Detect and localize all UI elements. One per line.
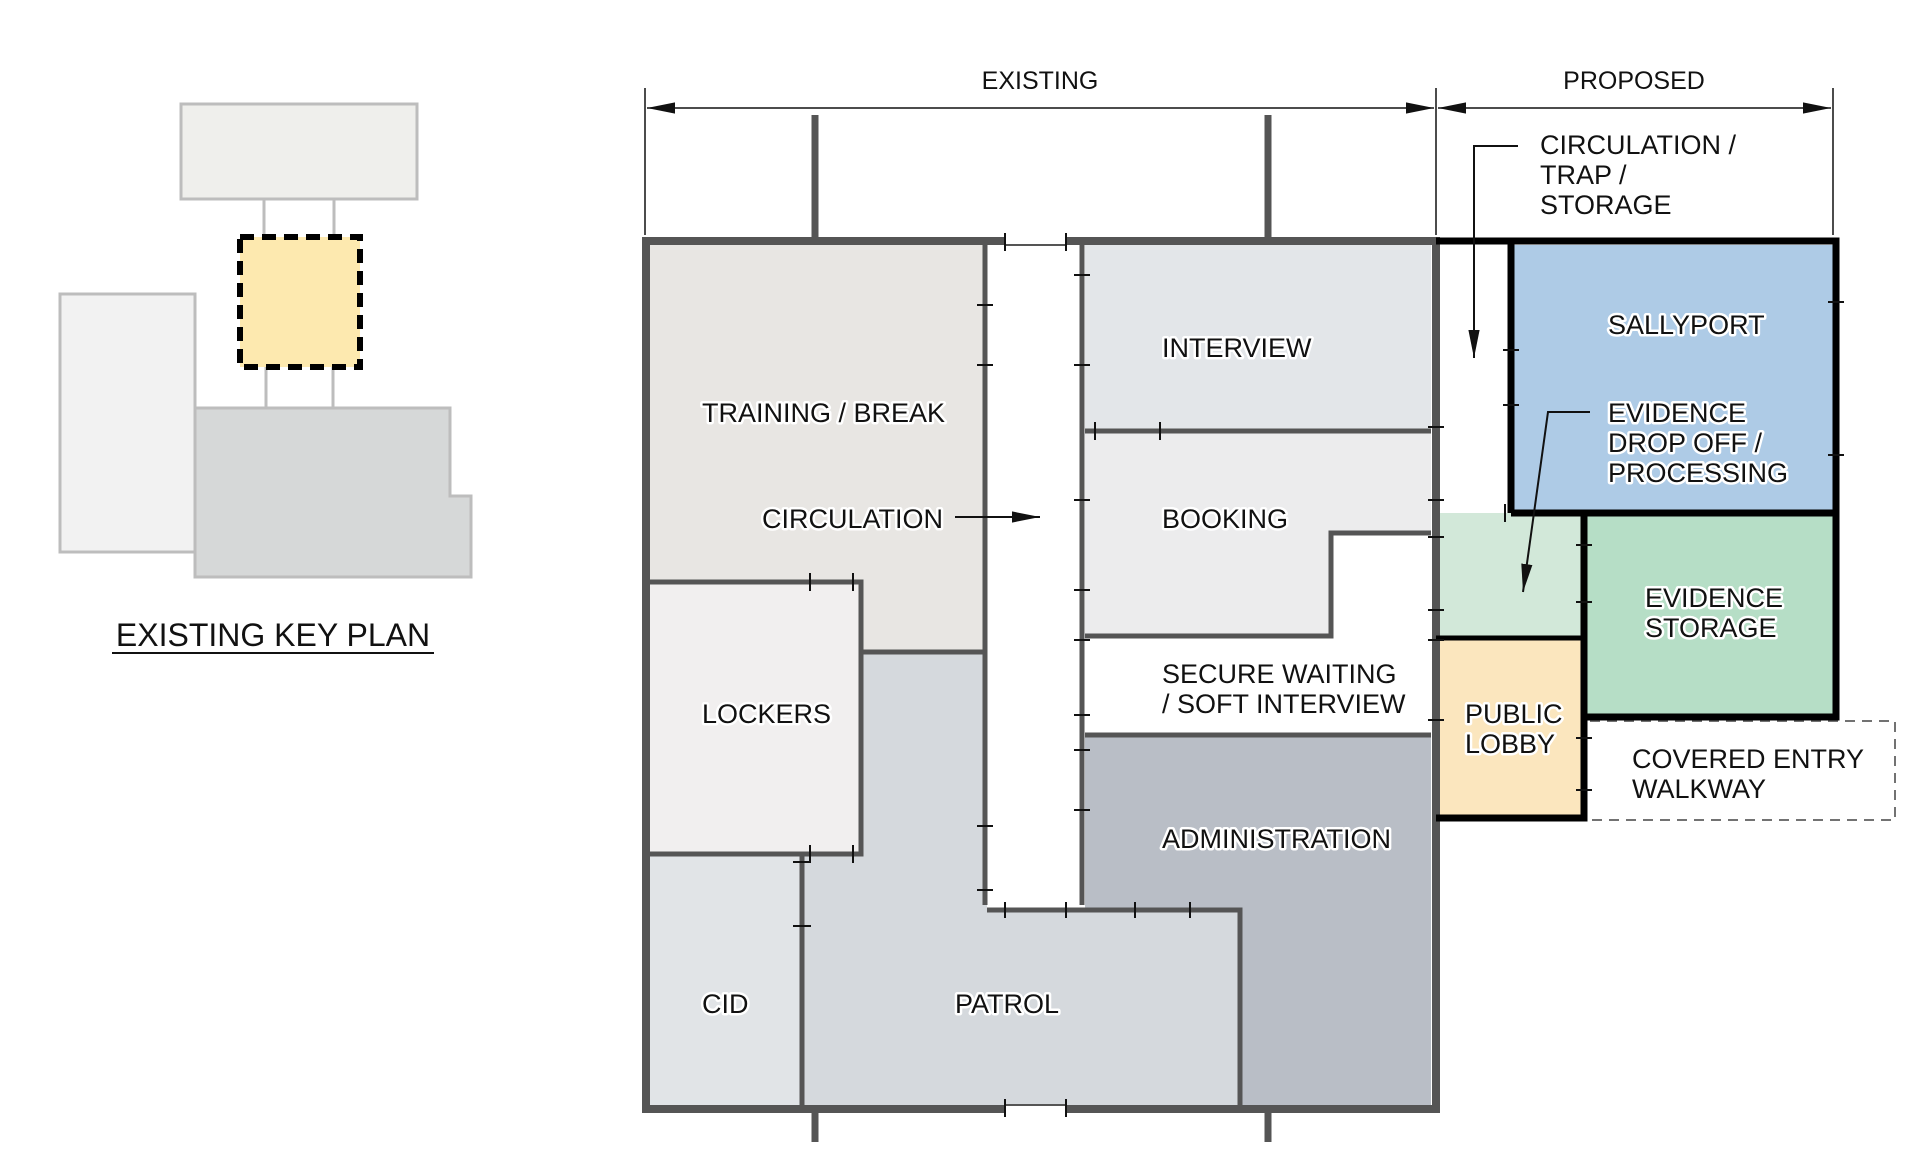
room-fills <box>650 245 1833 1105</box>
label-public-lobby-1: PUBLIC <box>1465 699 1563 729</box>
label-patrol: PATROL <box>955 989 1059 1019</box>
existing-dimension-label: EXISTING <box>982 67 1099 95</box>
label-evidence-storage-1: EVIDENCE <box>1645 583 1783 613</box>
label-booking: BOOKING <box>1162 504 1288 534</box>
existing-perimeter <box>642 237 1440 1113</box>
label-circulation-trap-1: CIRCULATION / <box>1540 130 1737 160</box>
room-sallyport <box>1511 245 1833 513</box>
existing-interior-walls <box>650 244 1431 1106</box>
room-training-break <box>650 245 987 652</box>
room-booking <box>1085 431 1431 636</box>
label-public-lobby-2: LOBBY <box>1465 729 1555 759</box>
key-plan: EXISTING KEY PLAN <box>58 102 473 654</box>
room-evidence-storage <box>1581 513 1833 716</box>
label-secure-waiting-1: SECURE WAITING <box>1162 659 1397 689</box>
room-patrol <box>802 652 1240 1105</box>
circulation-trap-arrow <box>1468 145 1518 358</box>
label-training-break: TRAINING / BREAK <box>702 398 945 428</box>
label-interview: INTERVIEW <box>1162 333 1312 363</box>
annotation-arrows <box>955 145 1590 593</box>
label-evidence-drop-2: DROP OFF / <box>1608 428 1763 458</box>
key-plan-adjacent-left <box>58 292 197 554</box>
dimension-lines: EXISTING PROPOSED <box>644 67 1834 235</box>
label-circulation-trap-3: STORAGE <box>1540 190 1672 220</box>
door-ticks <box>793 233 1844 1117</box>
label-administration: ADMINISTRATION <box>1162 824 1391 854</box>
room-interview <box>1085 245 1431 431</box>
evidence-drop-off-arrow <box>1521 411 1590 593</box>
room-labels: TRAINING / BREAK CIRCULATION LOCKERS CID… <box>700 128 1867 1022</box>
label-covered-entry-2: WALKWAY <box>1632 774 1766 804</box>
room-cid <box>650 854 802 1105</box>
key-plan-title: EXISTING KEY PLAN <box>116 617 430 653</box>
label-evidence-drop-3: PROCESSING <box>1608 458 1788 488</box>
label-lockers: LOCKERS <box>702 699 831 729</box>
room-public-lobby <box>1436 638 1581 815</box>
key-plan-adjacent-top <box>179 102 419 201</box>
label-secure-waiting-2: / SOFT INTERVIEW <box>1162 689 1406 719</box>
key-plan-existing-building <box>193 406 473 579</box>
room-evidence-drop-off <box>1436 513 1581 638</box>
key-plan-project-area <box>237 234 363 370</box>
proposed-walls <box>1436 237 1840 822</box>
proposed-dimension-label: PROPOSED <box>1563 67 1705 95</box>
label-evidence-drop-1: EVIDENCE <box>1608 398 1746 428</box>
room-lockers <box>650 582 861 854</box>
label-evidence-storage-2: STORAGE <box>1645 613 1777 643</box>
label-circulation-trap-2: TRAP / <box>1540 160 1627 190</box>
label-covered-entry-1: COVERED ENTRY <box>1632 744 1864 774</box>
room-administration <box>1085 735 1431 1105</box>
label-sallyport: SALLYPORT <box>1608 310 1765 340</box>
label-cid: CID <box>702 989 749 1019</box>
label-circulation: CIRCULATION <box>762 504 943 534</box>
